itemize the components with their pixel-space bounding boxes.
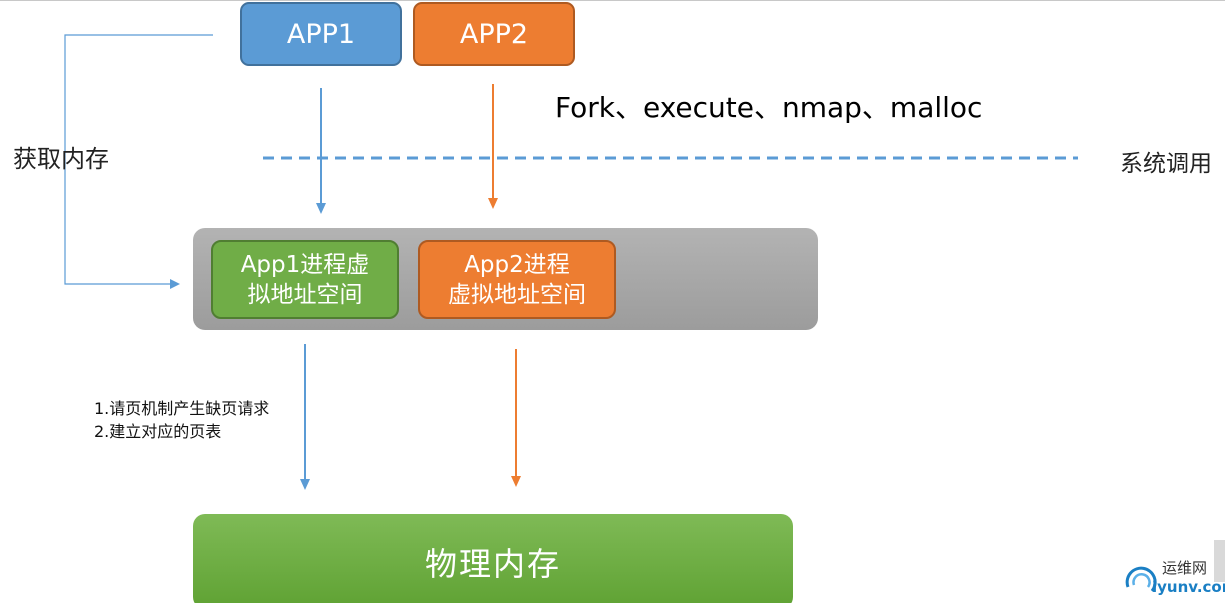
app2-virtual-space-line1: App2进程 (464, 251, 570, 278)
vspace2-down-arrowhead (511, 476, 521, 487)
top-border (0, 0, 1225, 1)
app1-box: APP1 (240, 2, 402, 66)
app1-virtual-space-line1: App1进程虚 (240, 251, 370, 278)
watermark-logo-icon (1125, 566, 1157, 592)
get-memory-arrowhead (170, 279, 180, 289)
app2-virtual-space-box: App2进程 虚拟地址空间 (418, 240, 616, 319)
app1-virtual-space-line2: 拟地址空间 (247, 281, 363, 308)
physical-memory-box: 物理内存 (193, 514, 793, 603)
vspace1-down-arrowhead (300, 479, 310, 490)
app2-label: APP2 (459, 18, 529, 50)
app2-box: APP2 (413, 2, 575, 66)
app1-virtual-space-box: App1进程虚 拟地址空间 (211, 240, 399, 319)
syscalls-text: Fork、execute、nmap、malloc (555, 91, 983, 124)
watermark-url: iyunv.com (1152, 578, 1225, 596)
app1-down-arrowhead (316, 203, 326, 214)
scrollbar-nub (1214, 540, 1225, 582)
step-2-text: 2.建立对应的页表 (94, 422, 222, 441)
step-1-text: 1.请页机制产生缺页请求 (94, 399, 270, 418)
app2-virtual-space-line2: 虚拟地址空间 (448, 281, 586, 308)
app1-label: APP1 (286, 18, 356, 50)
watermark: 运维网 iyunv.com (1122, 553, 1225, 601)
watermark-name: 运维网 (1162, 559, 1208, 577)
system-call-label: 系统调用 (1120, 151, 1212, 177)
page-fault-steps: 1.请页机制产生缺页请求 2.建立对应的页表 (94, 397, 269, 443)
app2-down-arrowhead (488, 198, 498, 209)
get-memory-bracket (64, 34, 213, 285)
get-memory-label: 获取内存 (13, 145, 109, 173)
physical-memory-label: 物理内存 (424, 544, 561, 583)
